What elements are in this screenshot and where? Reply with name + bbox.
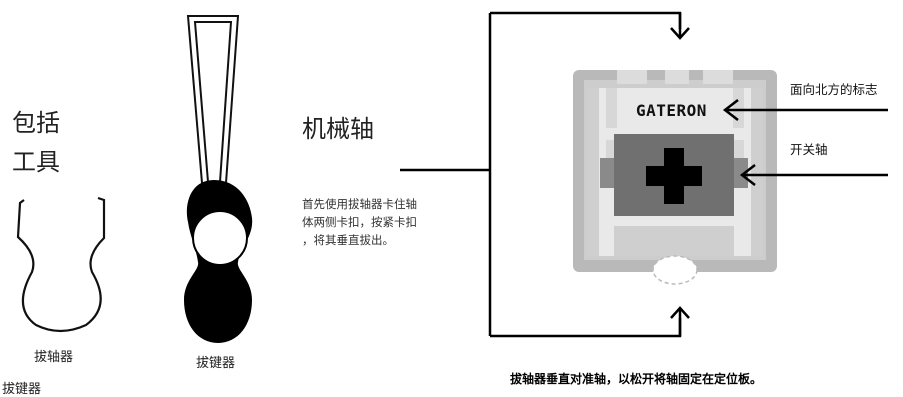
- instruction-line-1: 首先使用拔轴器卡住轴: [302, 197, 417, 211]
- tools-heading-line2: 工具: [12, 148, 60, 176]
- diagram-canvas: [16, 11, 888, 343]
- brand-text: GATERON: [636, 101, 707, 120]
- bottom-up-arrow: [670, 306, 690, 336]
- tools-heading-line1: 包括: [12, 109, 60, 137]
- top-down-arrow: [670, 13, 690, 40]
- instruction-line-3: ，将其垂直拔出。: [302, 233, 394, 247]
- north-marker-label: 面向北方的标志: [790, 82, 878, 97]
- switch-puller-tool: [16, 196, 106, 333]
- keycap-puller-tool: [184, 15, 253, 343]
- instruction-line-2: 体两侧卡扣，按紧卡扣: [302, 215, 417, 229]
- switch-puller-label: 拔轴器: [34, 350, 74, 365]
- keycap-puller-label: 拔键器: [196, 356, 236, 371]
- switch-label: 开关轴: [790, 142, 828, 157]
- north-marker-arrow: [722, 99, 888, 121]
- switch-arrow: [739, 164, 888, 186]
- footer-note: 拔轴器垂直对准轴，以松开将轴固定在定位板。: [510, 372, 763, 386]
- switch-title: 机械轴: [302, 115, 374, 143]
- switch-stem: [646, 148, 702, 204]
